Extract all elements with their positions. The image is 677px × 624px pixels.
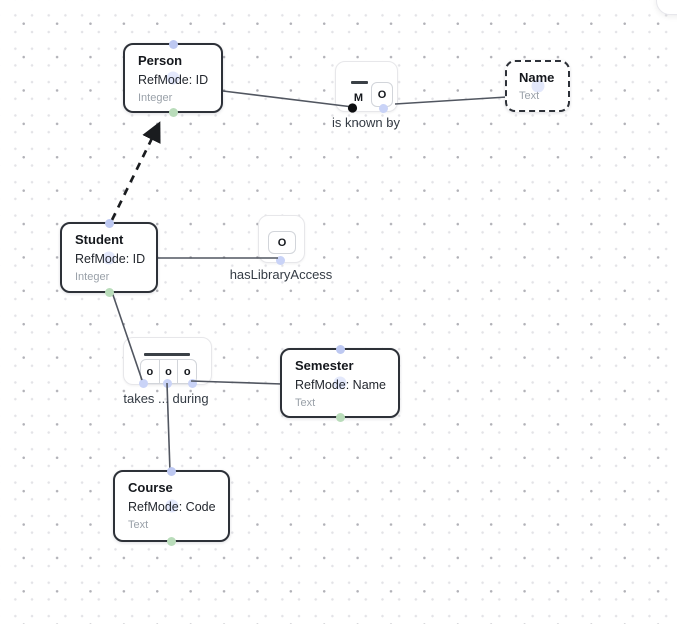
connection-handle-bottom[interactable]	[168, 107, 178, 117]
role-box[interactable]: O	[268, 231, 296, 254]
role-handle[interactable]	[187, 378, 197, 388]
connection-handle-center[interactable]	[333, 376, 347, 390]
edge-takes-course[interactable]	[166, 382, 171, 473]
entity-node-course[interactable]: Course RefMode: Code Text	[113, 466, 230, 546]
entity-datatype: Integer	[138, 92, 173, 104]
connection-handle-top[interactable]	[335, 344, 345, 354]
edge-student-takes[interactable]	[111, 291, 143, 381]
edge-takes-semester[interactable]	[190, 380, 283, 385]
predicate-label: takes ... during	[123, 391, 209, 406]
connection-handle-center[interactable]	[165, 499, 178, 513]
entity-datatype: Text	[128, 519, 149, 531]
entity-refmode: RefMode: Name	[295, 378, 387, 392]
entity-title: Course	[128, 480, 173, 495]
entity-refmode: RefMode: ID	[75, 252, 146, 266]
edge-person-isknownby[interactable]	[222, 90, 354, 108]
entity-title: Student	[75, 232, 124, 247]
entity-node-student[interactable]: Student RefMode: ID Integer	[60, 218, 158, 297]
role-box[interactable]: M	[353, 91, 364, 104]
predicate-label: hasLibraryAccess	[229, 267, 333, 282]
entity-node-semester[interactable]: Semester RefMode: Name Text	[280, 344, 400, 422]
predicate-label: is known by	[332, 115, 400, 130]
role-handle[interactable]	[138, 378, 148, 388]
predicate-node-haslibraryaccess[interactable]: O	[258, 215, 305, 265]
connection-handle-center[interactable]	[531, 79, 544, 93]
role-box[interactable]: o	[183, 365, 191, 378]
connection-handle-center[interactable]	[102, 251, 116, 264]
floating-panel-corner	[656, 0, 677, 15]
connection-handle-center[interactable]	[166, 71, 180, 85]
uniqueness-constraint-bar	[351, 81, 368, 84]
connection-handle-top[interactable]	[104, 218, 114, 228]
edge-isknownby-name[interactable]	[394, 96, 508, 105]
role-handle[interactable]	[275, 255, 285, 265]
subtype-arrow-student-person[interactable]	[110, 121, 161, 221]
uniqueness-constraint-bar	[144, 353, 190, 356]
connection-handle-top[interactable]	[167, 466, 176, 476]
predicate-node-is-known-by[interactable]: M O	[335, 61, 398, 113]
connection-handle-top[interactable]	[168, 39, 178, 49]
entity-node-person[interactable]: Person RefMode: ID Integer	[123, 39, 223, 117]
entity-title: Person	[138, 53, 183, 68]
entity-title: Name	[519, 70, 555, 85]
entity-refmode: RefMode: ID	[138, 73, 209, 87]
role-box[interactable]: o	[160, 360, 179, 383]
connection-handle-bottom[interactable]	[104, 287, 114, 297]
role-box[interactable]: o	[141, 360, 160, 383]
connection-handle-bottom[interactable]	[335, 412, 345, 422]
role-handle[interactable]	[378, 104, 388, 113]
entity-title: Semester	[295, 358, 354, 373]
entity-refmode: RefMode: Code	[128, 500, 216, 514]
value-type-node-name[interactable]: Name Text	[505, 60, 570, 112]
entity-datatype: Text	[295, 397, 316, 409]
connection-handle-bottom[interactable]	[167, 536, 176, 546]
entity-datatype: Text	[519, 90, 540, 102]
entity-datatype: Integer	[75, 271, 110, 283]
